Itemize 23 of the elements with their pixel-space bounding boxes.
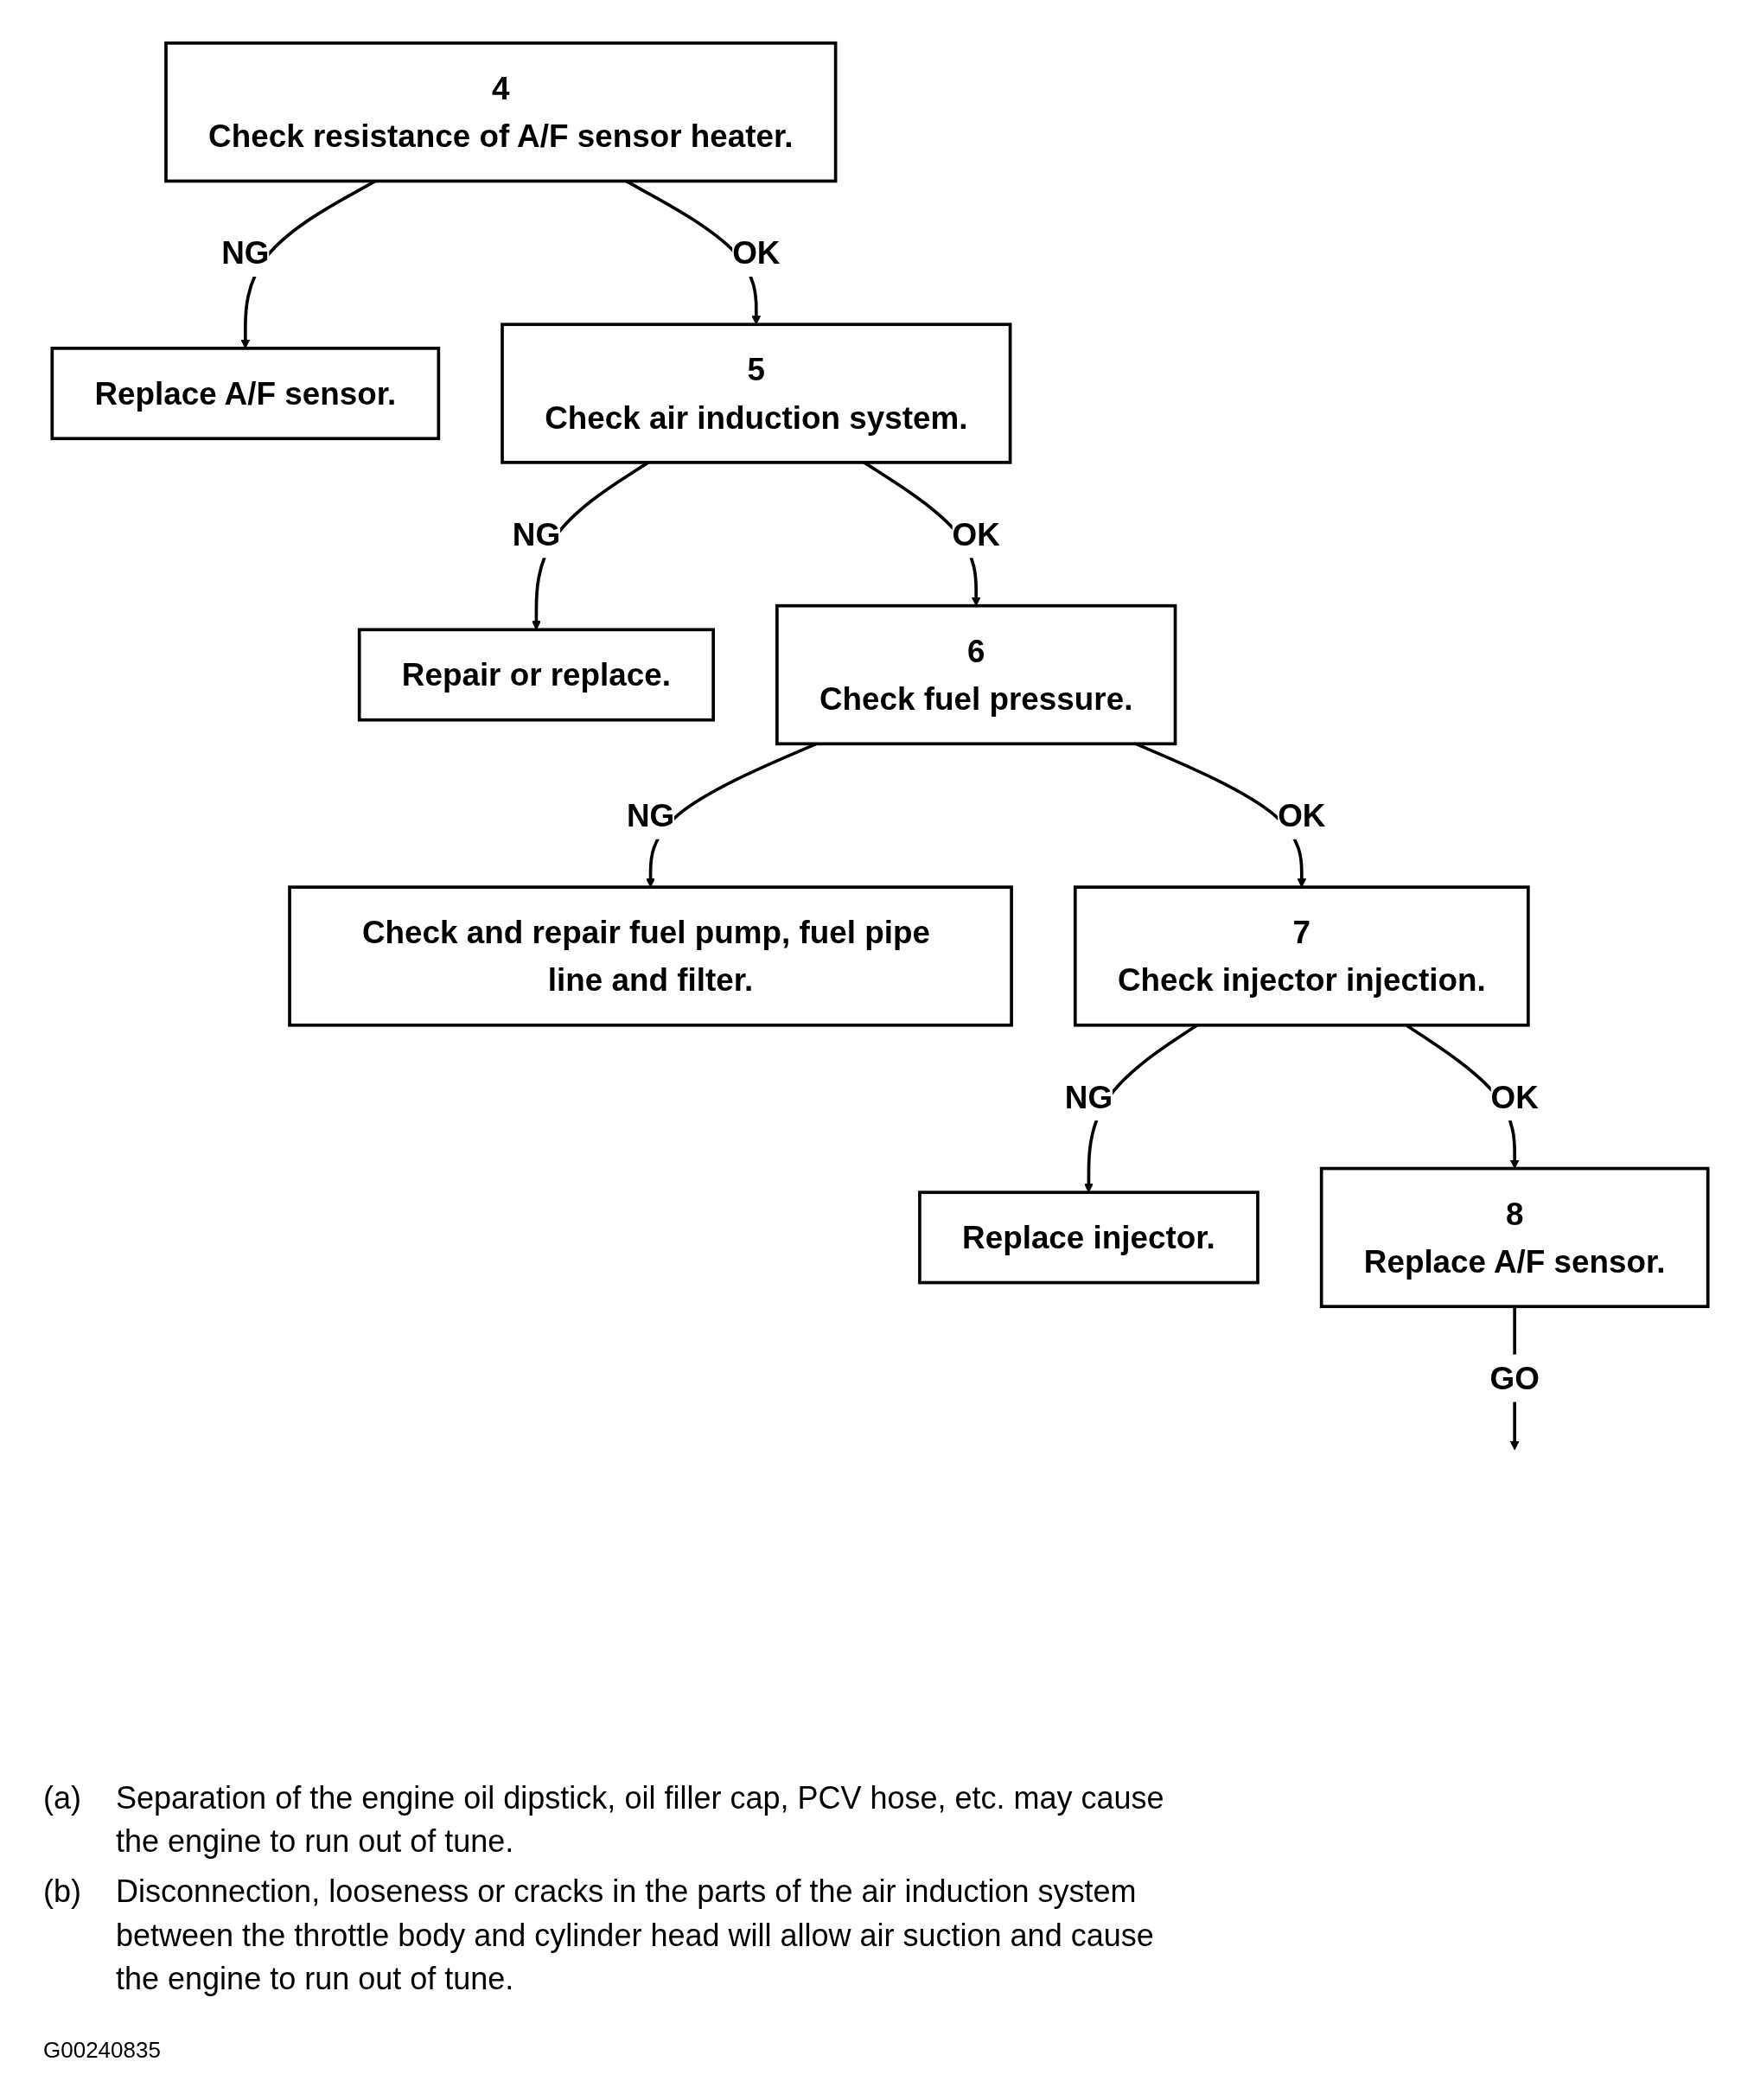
edge-label: OK bbox=[1278, 797, 1326, 833]
edge-label: GO bbox=[1489, 1360, 1540, 1396]
node-box: 7 Check injector injection. bbox=[1073, 885, 1530, 1027]
edge-label: NG bbox=[1064, 1079, 1113, 1114]
node-box: 5 Check air induction system. bbox=[501, 322, 1012, 464]
node-box: Replace A/F sensor. bbox=[50, 347, 441, 441]
node-box: Replace injector. bbox=[918, 1190, 1259, 1285]
node-box: 8 Replace A/F sensor. bbox=[1319, 1166, 1710, 1309]
note-text: Separation of the engine oil dipstick, oil filler cap, PCV hose, etc. may cause the engine to run out of tune. bbox=[116, 1778, 1165, 1861]
node-box: Repair or replace. bbox=[357, 628, 715, 722]
edge-label: OK bbox=[952, 516, 1000, 552]
note-marker: (b) bbox=[43, 1873, 81, 1912]
edge-label: NG bbox=[626, 797, 675, 833]
edge-label: NG bbox=[221, 235, 270, 271]
edge-label: OK bbox=[732, 235, 781, 271]
note-text: Disconnection, looseness or cracks in the parts of the air induction system between the throttle body and cylinder head will allow air suction and cause the engine to run out of tune. bbox=[116, 1873, 1155, 1999]
node-box: 6 Check fuel pressure. bbox=[775, 603, 1177, 746]
note-marker: (a) bbox=[43, 1778, 81, 1817]
figure-code: G00240835 bbox=[43, 2035, 162, 2065]
edge-label: OK bbox=[1490, 1079, 1539, 1114]
node-box: 4 Check resistance of A/F sensor heater. bbox=[164, 41, 838, 183]
edge-label: NG bbox=[512, 516, 561, 552]
node-box: Check and repair fuel pump, fuel pipe line and filter. bbox=[288, 885, 1013, 1027]
